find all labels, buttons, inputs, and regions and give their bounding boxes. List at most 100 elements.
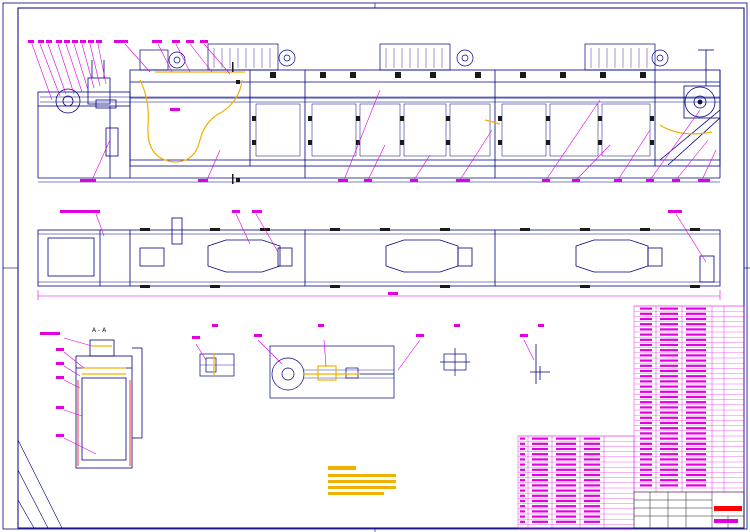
parts-list-cell-text bbox=[640, 427, 652, 430]
parts-list-cell-text bbox=[660, 442, 678, 445]
parts-list-cell-text bbox=[686, 385, 706, 388]
parts-list-cell-text bbox=[556, 442, 576, 445]
parts-list-cell-text bbox=[532, 473, 548, 477]
leader-lines-plan bbox=[95, 213, 707, 263]
parts-list-cell-text bbox=[686, 395, 706, 399]
parts-list-cell-text bbox=[686, 468, 706, 471]
parts-list-cell-text bbox=[660, 468, 678, 471]
parts-list-cell-text bbox=[532, 510, 548, 513]
parts-list-cell-text bbox=[556, 453, 576, 456]
parts-list-cell-text bbox=[660, 427, 678, 430]
parts-list-cell-text bbox=[686, 333, 706, 336]
parts-list-cell-text bbox=[660, 369, 678, 373]
parts-list-cell-text bbox=[532, 479, 548, 482]
parts-list-cell-text bbox=[640, 317, 652, 321]
parts-list-cell-text bbox=[660, 484, 678, 487]
parts-list-cell-text bbox=[686, 338, 706, 341]
leader-lines-front bbox=[31, 43, 717, 183]
parts-list-cell-text bbox=[520, 494, 525, 497]
parts-list-cell-text bbox=[520, 463, 525, 466]
parts-list-cell-text bbox=[660, 375, 678, 378]
parts-list-cell-text bbox=[686, 364, 706, 367]
parts-list-cell-text bbox=[660, 447, 678, 451]
detail-i bbox=[199, 353, 235, 377]
parts-list-cell-text bbox=[686, 432, 706, 435]
parts-list-cell-text bbox=[660, 432, 678, 435]
parts-list-cell-text bbox=[520, 515, 525, 518]
parts-list-cell-text bbox=[686, 323, 706, 326]
parts-list-cell-text bbox=[686, 328, 706, 331]
parts-list-cell-text bbox=[640, 484, 652, 487]
parts-list-cell-text bbox=[520, 510, 525, 513]
parts-list-cell-text bbox=[556, 468, 576, 471]
parts-list-cell-text bbox=[660, 458, 678, 461]
parts-list-cell-text bbox=[686, 390, 706, 393]
parts-list-cell-text bbox=[686, 458, 706, 461]
parts-list-cell-text bbox=[532, 489, 548, 492]
parts-list-cell-text bbox=[660, 437, 678, 440]
parts-list-cell-text bbox=[640, 364, 652, 367]
parts-list-cell-text bbox=[520, 499, 525, 503]
feed-drive bbox=[55, 60, 119, 157]
parts-list-cell-text bbox=[640, 359, 652, 362]
parts-list-cell-text bbox=[640, 354, 652, 357]
parts-list-cell-text bbox=[584, 442, 600, 445]
parts-list-cell-text bbox=[520, 479, 525, 482]
parts-list-cell-text bbox=[584, 473, 600, 477]
corner-hatch bbox=[17, 439, 63, 529]
parts-list-cell-text bbox=[520, 447, 525, 451]
parts-list-cell-text bbox=[686, 354, 706, 357]
plan-chain-marks bbox=[140, 228, 700, 288]
parts-list-cell-text bbox=[640, 380, 652, 383]
parts-list-cell-text bbox=[660, 421, 678, 425]
detail-tags bbox=[40, 324, 544, 437]
parts-list-cell-text bbox=[660, 390, 678, 393]
plan-view bbox=[37, 217, 721, 287]
parts-list-cell-text bbox=[584, 437, 600, 440]
front-elevation bbox=[37, 69, 721, 183]
parts-list-cell-text bbox=[660, 343, 678, 347]
parts-list-cell-text bbox=[686, 369, 706, 373]
parts-list-cell-text bbox=[640, 406, 652, 409]
parts-list-cell-text bbox=[584, 489, 600, 492]
heater-grille bbox=[213, 48, 648, 68]
parts-list-cell-text bbox=[532, 499, 548, 503]
parts-list-cell-text bbox=[584, 447, 600, 451]
parts-list-cell-text bbox=[584, 510, 600, 513]
parts-list-cell-text bbox=[556, 494, 576, 497]
parts-list-cell-text bbox=[532, 505, 548, 508]
parts-list-cell-text bbox=[640, 473, 652, 477]
parts-list-cell-text bbox=[660, 323, 678, 326]
parts-list-upper bbox=[633, 305, 745, 493]
parts-list-cell-text bbox=[640, 463, 652, 466]
detail-ii bbox=[269, 345, 395, 399]
parts-list-cell-text bbox=[520, 505, 525, 508]
parts-list-cell-text bbox=[660, 354, 678, 357]
parts-list-cell-text bbox=[532, 515, 548, 518]
parts-list-cell-text bbox=[660, 328, 678, 331]
parts-list-cell-text bbox=[660, 364, 678, 367]
parts-list-cell-text bbox=[532, 520, 548, 523]
parts-list-cell-text bbox=[660, 333, 678, 336]
parts-list-cell-text bbox=[520, 458, 525, 461]
parts-list-cell-text bbox=[584, 463, 600, 466]
parts-list-cell-text bbox=[584, 499, 600, 503]
parts-list-cell-text bbox=[686, 442, 706, 445]
parts-list-cell-text bbox=[640, 385, 652, 388]
parts-list-cell-text bbox=[686, 349, 706, 352]
parts-list-cell-text bbox=[640, 323, 652, 326]
parts-list-cell-text bbox=[520, 453, 525, 456]
parts-list-cell-text bbox=[686, 312, 706, 315]
parts-list-cell-text bbox=[686, 437, 706, 440]
title-block-code bbox=[714, 519, 738, 523]
parts-list-cell-text bbox=[640, 421, 652, 425]
parts-list-cell-text bbox=[686, 453, 706, 456]
dimension-value-mark bbox=[388, 292, 398, 295]
parts-list-cell-text bbox=[556, 499, 576, 503]
parts-list-cell-text bbox=[640, 312, 652, 315]
technical-notes bbox=[328, 466, 396, 495]
parts-list-cell-text bbox=[520, 437, 525, 440]
parts-list-cell-text bbox=[584, 515, 600, 518]
center-marks bbox=[232, 62, 240, 184]
